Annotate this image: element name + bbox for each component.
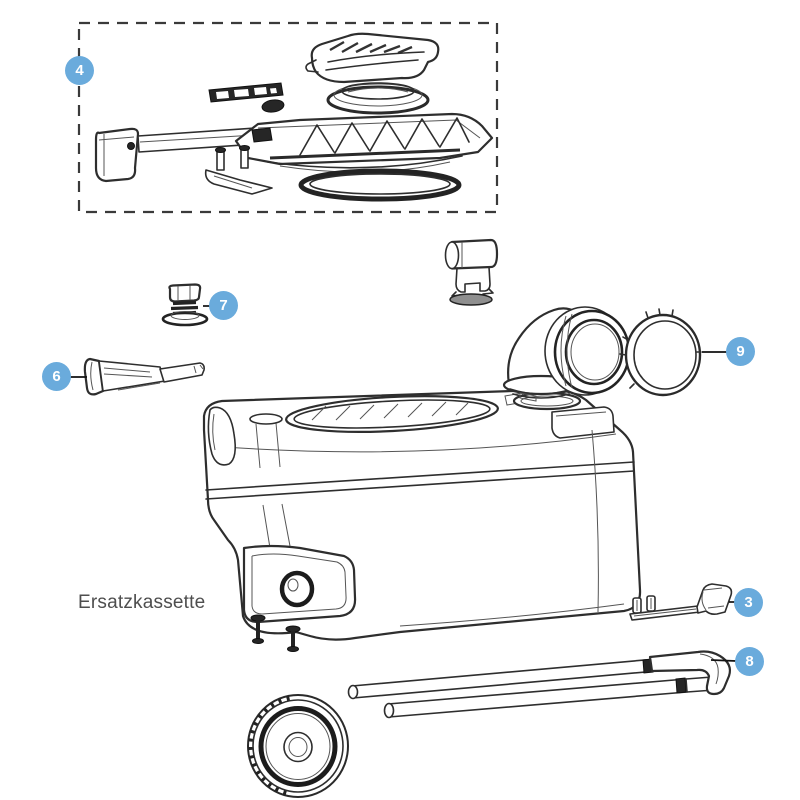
telescopic-handle-part — [347, 650, 732, 719]
callout-badge-3[interactable]: 3 — [734, 588, 763, 617]
lip-seal-part — [326, 82, 430, 115]
callout-badge-9[interactable]: 9 — [726, 337, 755, 366]
cassette-tank — [202, 388, 642, 652]
mounting-screws — [250, 614, 301, 652]
slide-valve-arm-part — [94, 112, 494, 195]
valve-cover-part — [305, 32, 440, 84]
spout-cap-part — [619, 308, 702, 397]
callout-leader-lines — [70, 305, 737, 662]
detail-box-mechanism — [77, 21, 499, 214]
callout-badge-7[interactable]: 7 — [209, 291, 238, 320]
spout-gasket-part — [512, 391, 582, 411]
bracket-part — [629, 583, 733, 621]
callout-badge-4[interactable]: 4 — [65, 56, 94, 85]
diagram-label: Ersatzkassette — [78, 592, 206, 613]
spout-elbow-part — [502, 306, 631, 402]
callout-badge-6[interactable]: 6 — [42, 362, 71, 391]
handle-pin-part — [83, 357, 205, 396]
vent-plug-part — [161, 283, 209, 327]
ring-seal-part — [298, 168, 462, 202]
wheel-part — [247, 694, 349, 798]
retainer-strip-part — [208, 82, 285, 113]
callout-badge-8[interactable]: 8 — [735, 647, 764, 676]
vent-valve-part — [444, 238, 499, 306]
